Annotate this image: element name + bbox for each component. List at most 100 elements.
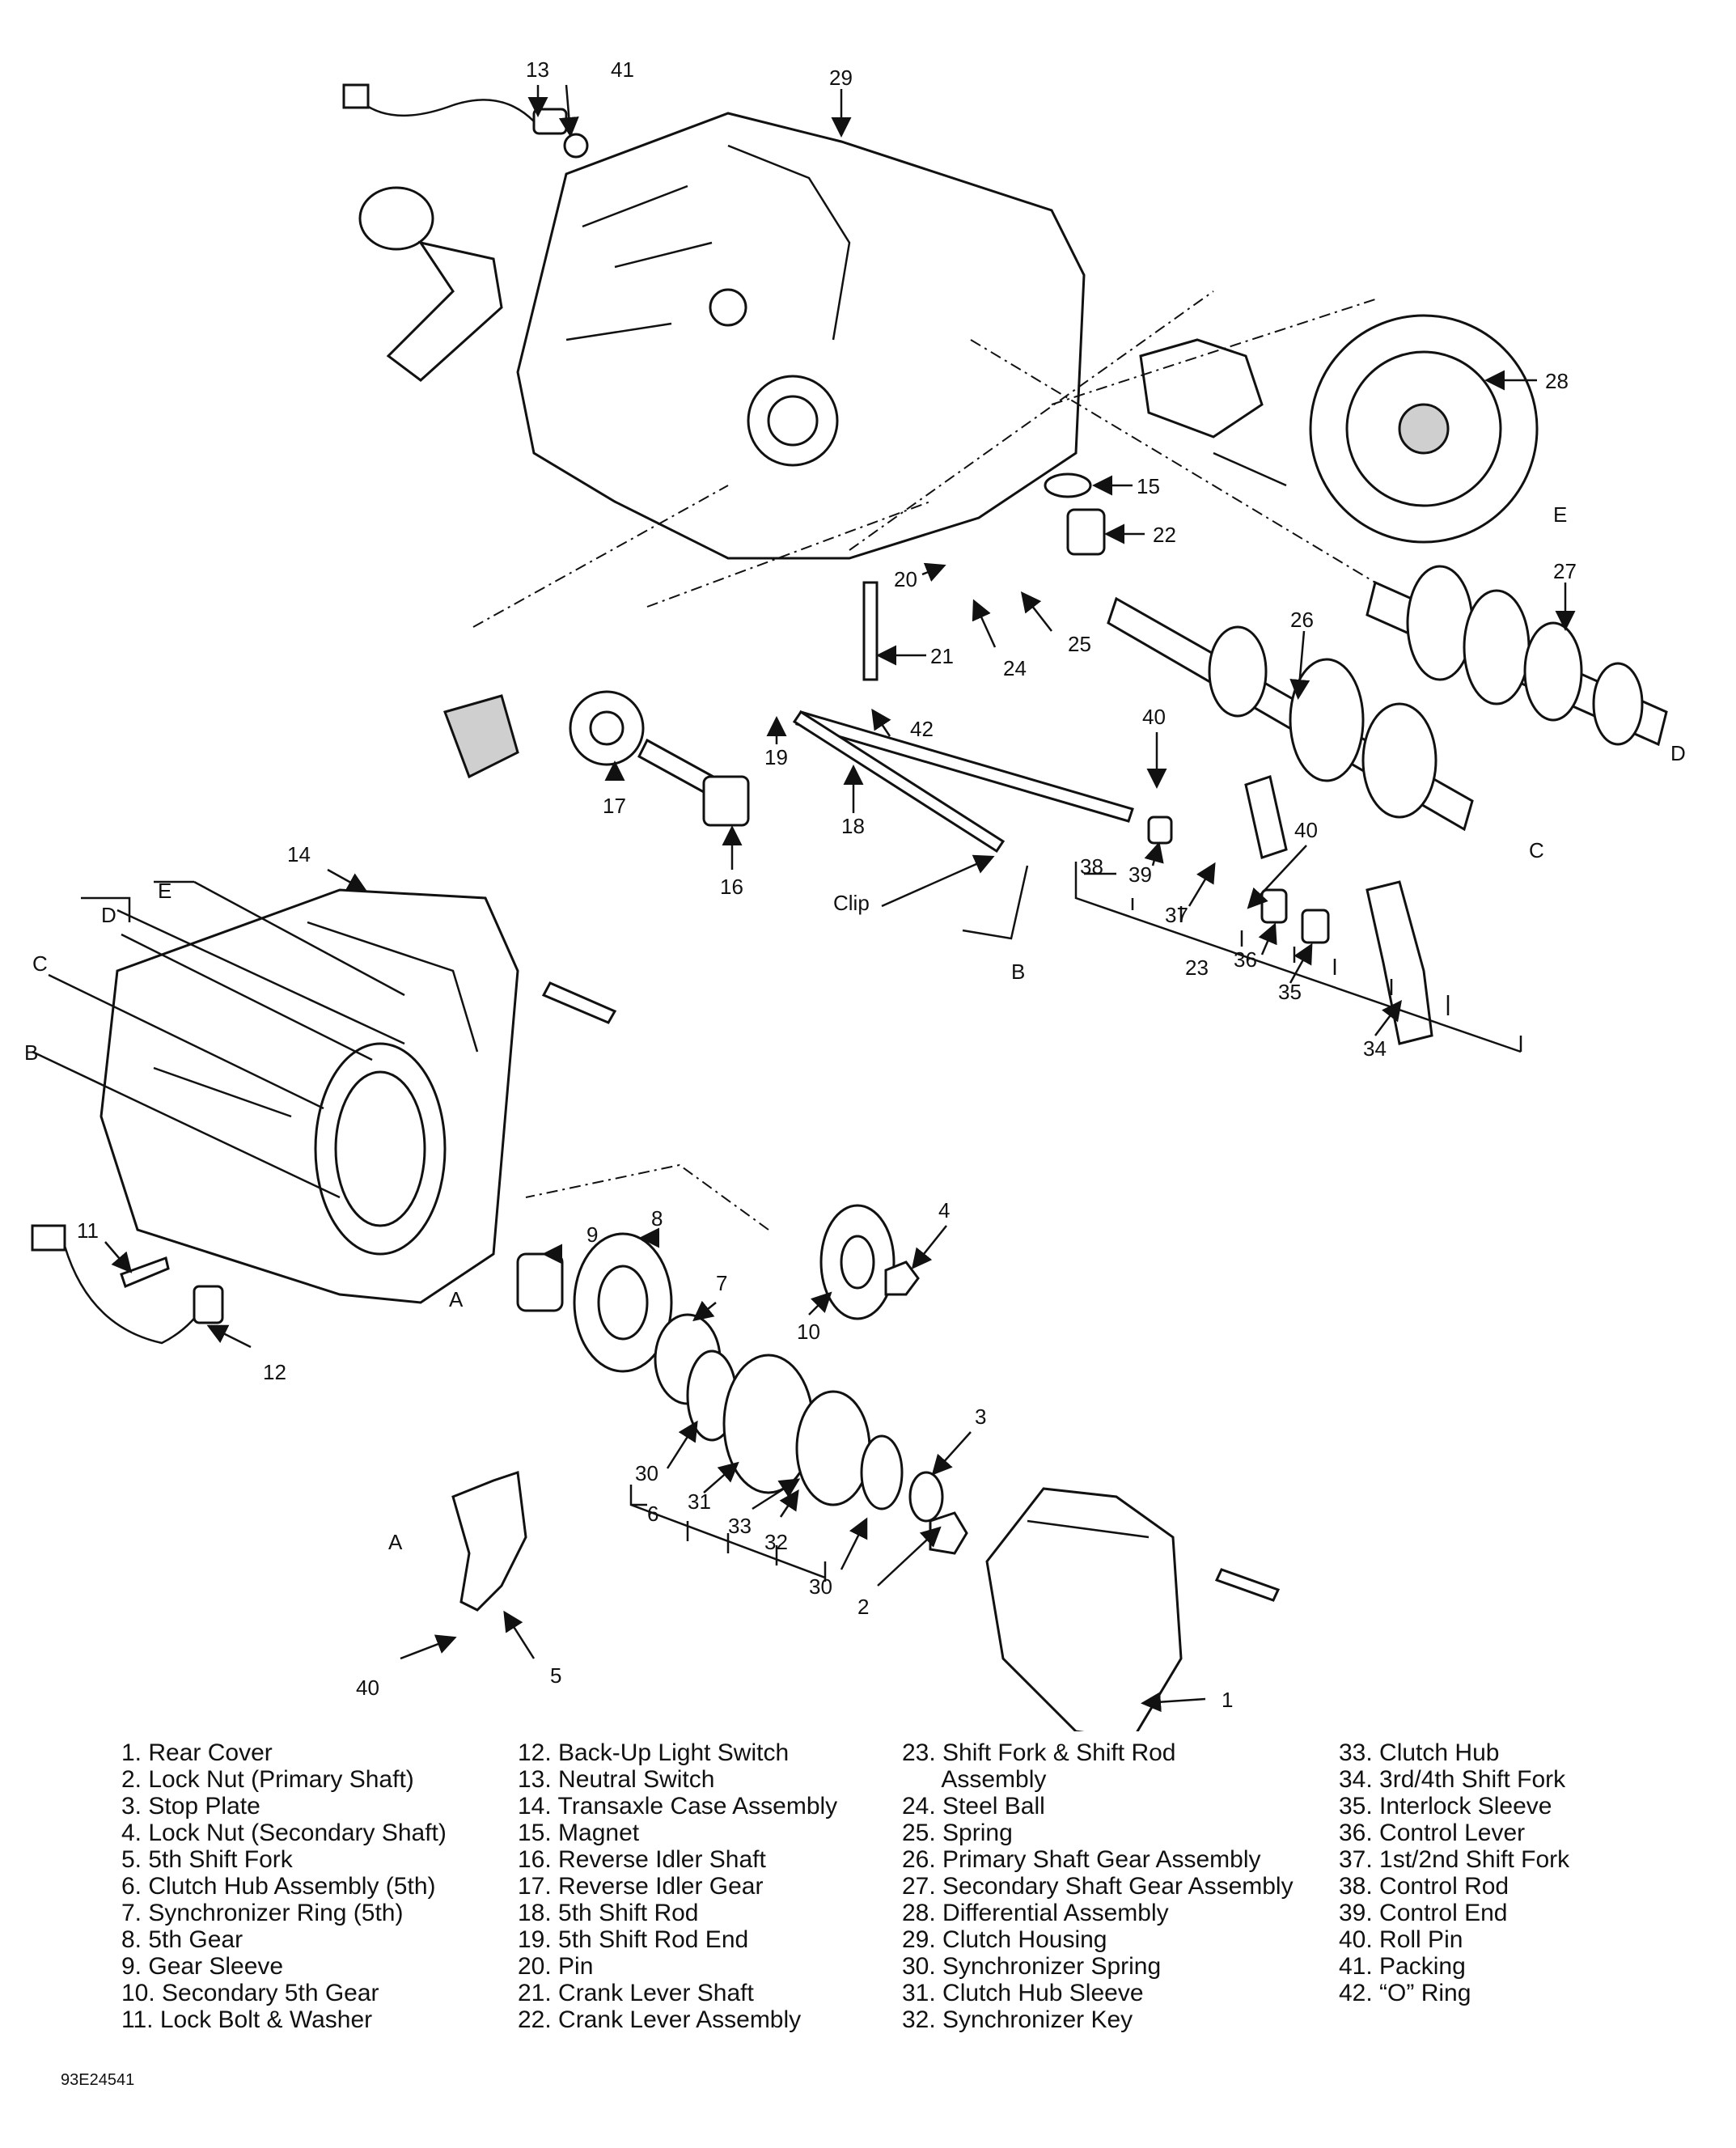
callout-labels: 1 2 3 4 5 6 7 8 9 10 11 12 13 14 15 16 1… [24,57,1686,1712]
control-rod [795,710,1134,823]
legend-item: 20. Pin [518,1953,594,1980]
legend-item: 17. Reverse Idler Gear [518,1873,764,1900]
callout-42: 42 [910,717,934,741]
leader-lines [32,84,1576,1713]
callout-3: 3 [975,1404,986,1429]
legend-item: 14. Transaxle Case Assembly [518,1793,838,1820]
legend-column-4: 33. Clutch Hub 34. 3rd/4th Shift Fork 35… [1339,1739,1569,2006]
interlock-sleeve [1301,909,1330,944]
callout-6: 6 [647,1502,658,1526]
callout-29: 29 [829,66,853,90]
callout-c-case: C [32,951,48,976]
legend-item: 24. Steel Ball [902,1793,1045,1820]
callout-1: 1 [1222,1688,1233,1712]
legend-item: 31. Clutch Hub Sleeve [902,1980,1144,2006]
callout-24: 24 [1003,656,1027,680]
transaxle-case-assembly [100,888,519,1304]
legend-item: Assembly [902,1766,1047,1793]
legend-item: 37. 1st/2nd Shift Fork [1339,1846,1570,1873]
control-end [1147,816,1173,845]
callout-28: 28 [1545,369,1569,393]
legend-item: 30. Synchronizer Spring [902,1953,1162,1980]
callout-2: 2 [857,1595,869,1619]
lock-nut-primary [929,1511,968,1555]
neutral-switch [342,83,568,135]
callout-38: 38 [1080,854,1103,879]
crank-lever-shaft [862,581,879,681]
legend-item: 29. Clutch Housing [902,1926,1107,1953]
callout-30-left: 30 [635,1461,658,1485]
callout-25: 25 [1068,632,1091,656]
legend-item: 21. Crank Lever Shaft [518,1980,754,2006]
legend-item: 11. Lock Bolt & Washer [121,2006,373,2033]
callout-d-shaft: D [1670,741,1686,765]
callout-e-diff: E [1553,502,1567,527]
primary-shaft-gear-assembly [1107,596,1474,832]
callout-c-shaft: C [1529,838,1544,862]
legend-item: 3. Stop Plate [121,1793,260,1820]
clutch-hub [795,1390,871,1506]
legend-item: 32. Synchronizer Key [902,2006,1133,2033]
release-fork [358,186,503,382]
callout-5: 5 [550,1663,561,1688]
fifth-gear [573,1232,673,1373]
legend-column-3: 23. Shift Fork & Shift Rod Assembly 24. … [902,1739,1294,2033]
legend-item: 22. Crank Lever Assembly [518,2006,802,2033]
figure-id: 93E24541 [61,2071,135,2089]
legend-item: 33. Clutch Hub [1339,1739,1500,1766]
callout-8: 8 [651,1206,663,1231]
secondary-fifth-gear [819,1204,896,1320]
crank-lever-bracket [1139,338,1287,487]
callout-a-case: A [449,1287,464,1311]
rear-cover [985,1487,1183,1731]
callout-37: 37 [1165,903,1188,927]
callout-30-right: 30 [809,1574,832,1599]
callout-4: 4 [938,1198,950,1222]
callout-36: 36 [1234,947,1257,972]
legend-item: 40. Roll Pin [1339,1926,1463,1953]
legend-item: 10. Secondary 5th Gear [121,1980,379,2006]
legend-item: 13. Neutral Switch [518,1766,715,1793]
callout-b-shaft: B [1011,960,1025,984]
callout-40-bottom: 40 [356,1676,379,1700]
callout-41: 41 [611,57,634,82]
lock-bolt-washer [120,1256,170,1289]
callout-e-case: E [158,879,171,903]
reverse-idler-gear [569,690,645,766]
legend-item: 9. Gear Sleeve [121,1953,284,1980]
legend-item: 34. 3rd/4th Shift Fork [1339,1766,1566,1793]
legend-item: 23. Shift Fork & Shift Rod [902,1739,1176,1766]
callout-9: 9 [586,1222,598,1247]
callout-26: 26 [1290,608,1314,632]
callout-14: 14 [287,842,311,866]
callout-40-mid: 40 [1294,818,1318,842]
callout-12: 12 [263,1360,286,1384]
legend-item: 42. “O” Ring [1339,1980,1471,2006]
callout-a-fork: A [388,1530,403,1554]
reverse-idler-shaft [637,738,750,827]
legend-item: 39. Control End [1339,1900,1508,1926]
legend-item: 19. 5th Shift Rod End [518,1926,749,1953]
legend-item: 16. Reverse Idler Shaft [518,1846,766,1873]
legend-item: 8. 5th Gear [121,1926,243,1953]
callout-22: 22 [1153,523,1176,547]
callout-clip: Clip [833,891,870,915]
alignment-lines [472,290,1376,1231]
synchronizer-spring-right [860,1434,904,1510]
control-lever [1260,888,1288,924]
packing [563,133,589,159]
magnet [1044,472,1092,498]
callout-21: 21 [930,644,954,668]
differential-assembly [1309,314,1539,544]
callout-16: 16 [720,875,743,899]
callout-d-case: D [101,903,116,927]
parts-legend: 1. Rear Cover 2. Lock Nut (Primary Shaft… [121,1739,1658,2087]
callout-13: 13 [526,57,549,82]
stop-plate [908,1471,944,1523]
legend-item: 27. Secondary Shaft Gear Assembly [902,1873,1294,1900]
legend-item: 26. Primary Shaft Gear Assembly [902,1846,1261,1873]
first-second-shift-fork [1244,775,1288,859]
clutch-housing [516,112,1086,560]
legend-item: 25. Spring [902,1820,1013,1846]
callout-15: 15 [1137,474,1160,498]
